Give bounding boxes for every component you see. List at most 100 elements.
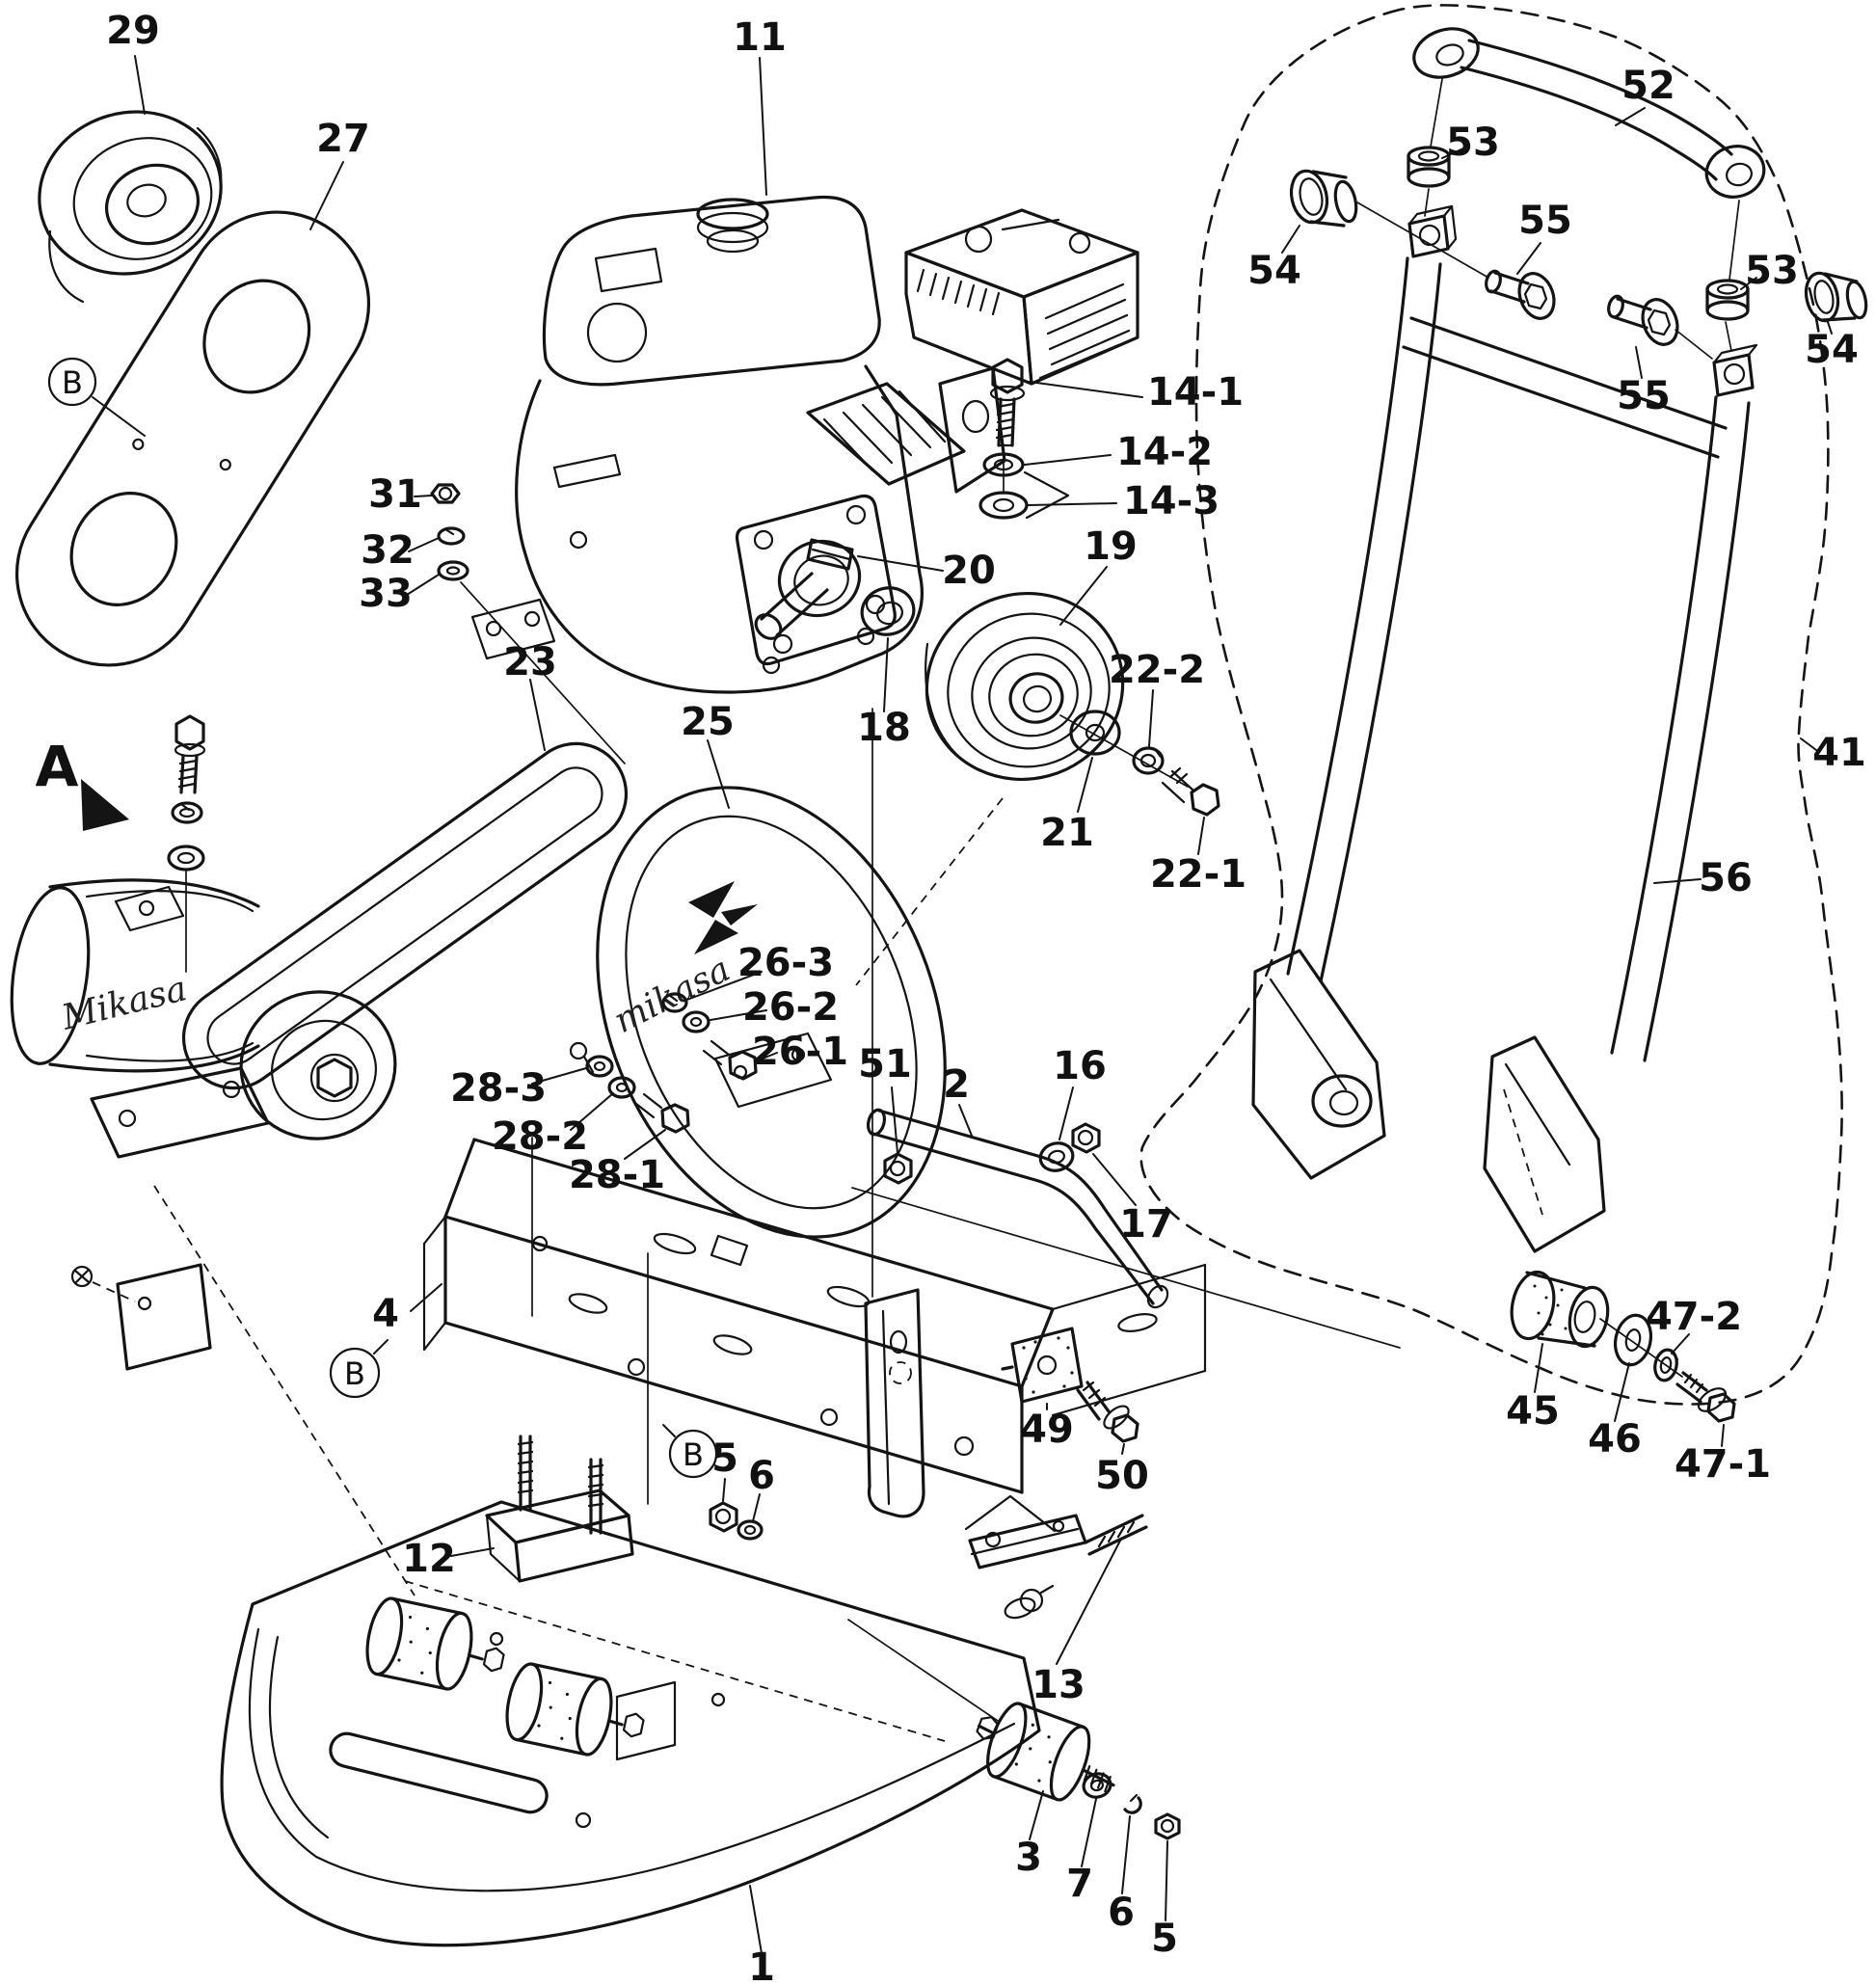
washer-18 — [860, 586, 916, 712]
part-label-2: 2 — [943, 1062, 970, 1107]
arrow-a-icon — [81, 779, 129, 831]
nut-5a-washer-6a — [709, 1478, 764, 1541]
part-label-6a: 6 — [748, 1454, 775, 1498]
part-label-19: 19 — [1084, 524, 1138, 569]
swivel-blocks — [1407, 204, 1758, 397]
callout-labels: 29 27 11 31 32 33 14-1 14-2 14-3 20 19 1… — [106, 9, 1866, 1985]
part-label-28-1: 28-1 — [569, 1153, 665, 1197]
fasteners-28 — [531, 1032, 833, 1160]
bushings-53 — [1407, 146, 1757, 321]
part-label-54b: 54 — [1805, 328, 1859, 372]
part-label-45: 45 — [1506, 1389, 1560, 1434]
part-label-26-1: 26-1 — [752, 1030, 848, 1074]
part-label-32: 32 — [361, 528, 415, 573]
part-label-26-2: 26-2 — [742, 985, 839, 1030]
part-label-25: 25 — [681, 700, 735, 744]
part-label-52: 52 — [1621, 64, 1675, 108]
part-label-53a: 53 — [1446, 121, 1500, 165]
handle-frame-56 — [1251, 256, 1751, 1253]
part-label-33: 33 — [359, 572, 413, 616]
handle-bar-52 — [1412, 27, 1766, 352]
shaft-key-20 — [806, 538, 854, 571]
angle-plate — [615, 1680, 677, 1761]
part-label-11: 11 — [733, 15, 787, 60]
part-label-3: 3 — [1015, 1836, 1042, 1880]
part-label-27: 27 — [316, 117, 370, 161]
part-label-14-3: 14-3 — [1123, 479, 1219, 523]
part-label-22-1: 22-1 — [1150, 852, 1246, 897]
view-marker-b2: B — [329, 1339, 389, 1399]
belt-guard-27 — [14, 161, 371, 667]
part-label-29: 29 — [106, 9, 160, 53]
association-lines — [851, 797, 1401, 1533]
bolts-55 — [1485, 242, 1679, 379]
airbox-slots — [916, 268, 1001, 316]
anchor-bar-13 — [968, 1514, 1148, 1665]
bracket-12 — [450, 1435, 634, 1583]
fasteners-31-32-33 — [406, 483, 626, 764]
part-label-1: 1 — [748, 1945, 775, 1985]
part-label-21: 21 — [1040, 811, 1094, 855]
part-label-5b: 5 — [1151, 1917, 1178, 1961]
part-label-28-2: 28-2 — [492, 1114, 588, 1159]
part-label-14-1: 14-1 — [1147, 370, 1244, 415]
part-label-41: 41 — [1812, 731, 1866, 775]
part-label-56: 56 — [1699, 856, 1753, 900]
bolt-stack-14 — [978, 358, 1143, 520]
part-label-26-3: 26-3 — [737, 941, 834, 985]
airbox-vents — [1038, 282, 1131, 380]
cover-logo-icon — [688, 881, 735, 918]
part-label-46: 46 — [1588, 1417, 1642, 1462]
washer-16-nut-17 — [1038, 1086, 1137, 1206]
part-label-49: 49 — [1020, 1408, 1074, 1452]
caps-54 — [1281, 169, 1868, 360]
engine-11 — [470, 57, 1139, 694]
cover-plate-small — [70, 1185, 415, 1596]
part-label-47-1: 47-1 — [1675, 1442, 1771, 1487]
view-marker-a: A — [36, 734, 129, 831]
hardware-7-6-5 — [1029, 1772, 1181, 1921]
body-brand-script: Mikasa — [57, 969, 191, 1038]
part-label-55a: 55 — [1518, 199, 1572, 243]
washer-21-spring-22-2-bolt-22-1 — [1059, 689, 1220, 855]
view-marker-a-label: A — [36, 734, 79, 799]
part-label-55b: 55 — [1617, 374, 1671, 418]
handle-pipe-2 — [866, 1086, 1169, 1309]
view-marker-b2-label: B — [344, 1355, 365, 1392]
part-label-6b: 6 — [1108, 1891, 1135, 1935]
part-label-13: 13 — [1032, 1663, 1085, 1707]
part-label-28-3: 28-3 — [450, 1066, 547, 1111]
shock-mount-front-a — [365, 1596, 505, 1691]
bolt-stack-a — [167, 714, 206, 973]
part-label-7: 7 — [1066, 1862, 1093, 1906]
part-label-22-2: 22-2 — [1109, 648, 1205, 692]
view-marker-b1: B — [47, 357, 146, 437]
ring-29 — [38, 55, 223, 304]
view-marker-b3-label: B — [683, 1436, 704, 1473]
rubber-mount-49 — [1001, 1327, 1084, 1410]
dashed-outline-41 — [1139, 4, 1843, 1406]
part-label-47-2: 47-2 — [1646, 1295, 1742, 1339]
part-label-50: 50 — [1095, 1454, 1149, 1498]
part-label-31: 31 — [368, 472, 422, 517]
part-label-18: 18 — [857, 706, 911, 750]
part-label-54a: 54 — [1247, 249, 1301, 293]
part-label-16: 16 — [1053, 1044, 1107, 1088]
fasteners-26 — [661, 971, 778, 1081]
part-label-23: 23 — [503, 640, 557, 684]
part-label-5a: 5 — [711, 1436, 738, 1481]
part-label-12: 12 — [402, 1537, 456, 1581]
view-marker-b1-label: B — [62, 364, 83, 401]
bolt-50 — [1076, 1381, 1139, 1455]
engine-base-4 — [410, 708, 1207, 1518]
part-label-51: 51 — [858, 1042, 912, 1086]
part-label-14-2: 14-2 — [1116, 430, 1213, 474]
part-label-20: 20 — [942, 549, 996, 593]
roller-45-hardware — [1510, 1270, 1736, 1447]
part-label-53b: 53 — [1745, 249, 1799, 293]
shock-mount-3 — [976, 1702, 1115, 1802]
bracket-hatching — [822, 389, 947, 472]
part-label-17: 17 — [1119, 1202, 1173, 1247]
